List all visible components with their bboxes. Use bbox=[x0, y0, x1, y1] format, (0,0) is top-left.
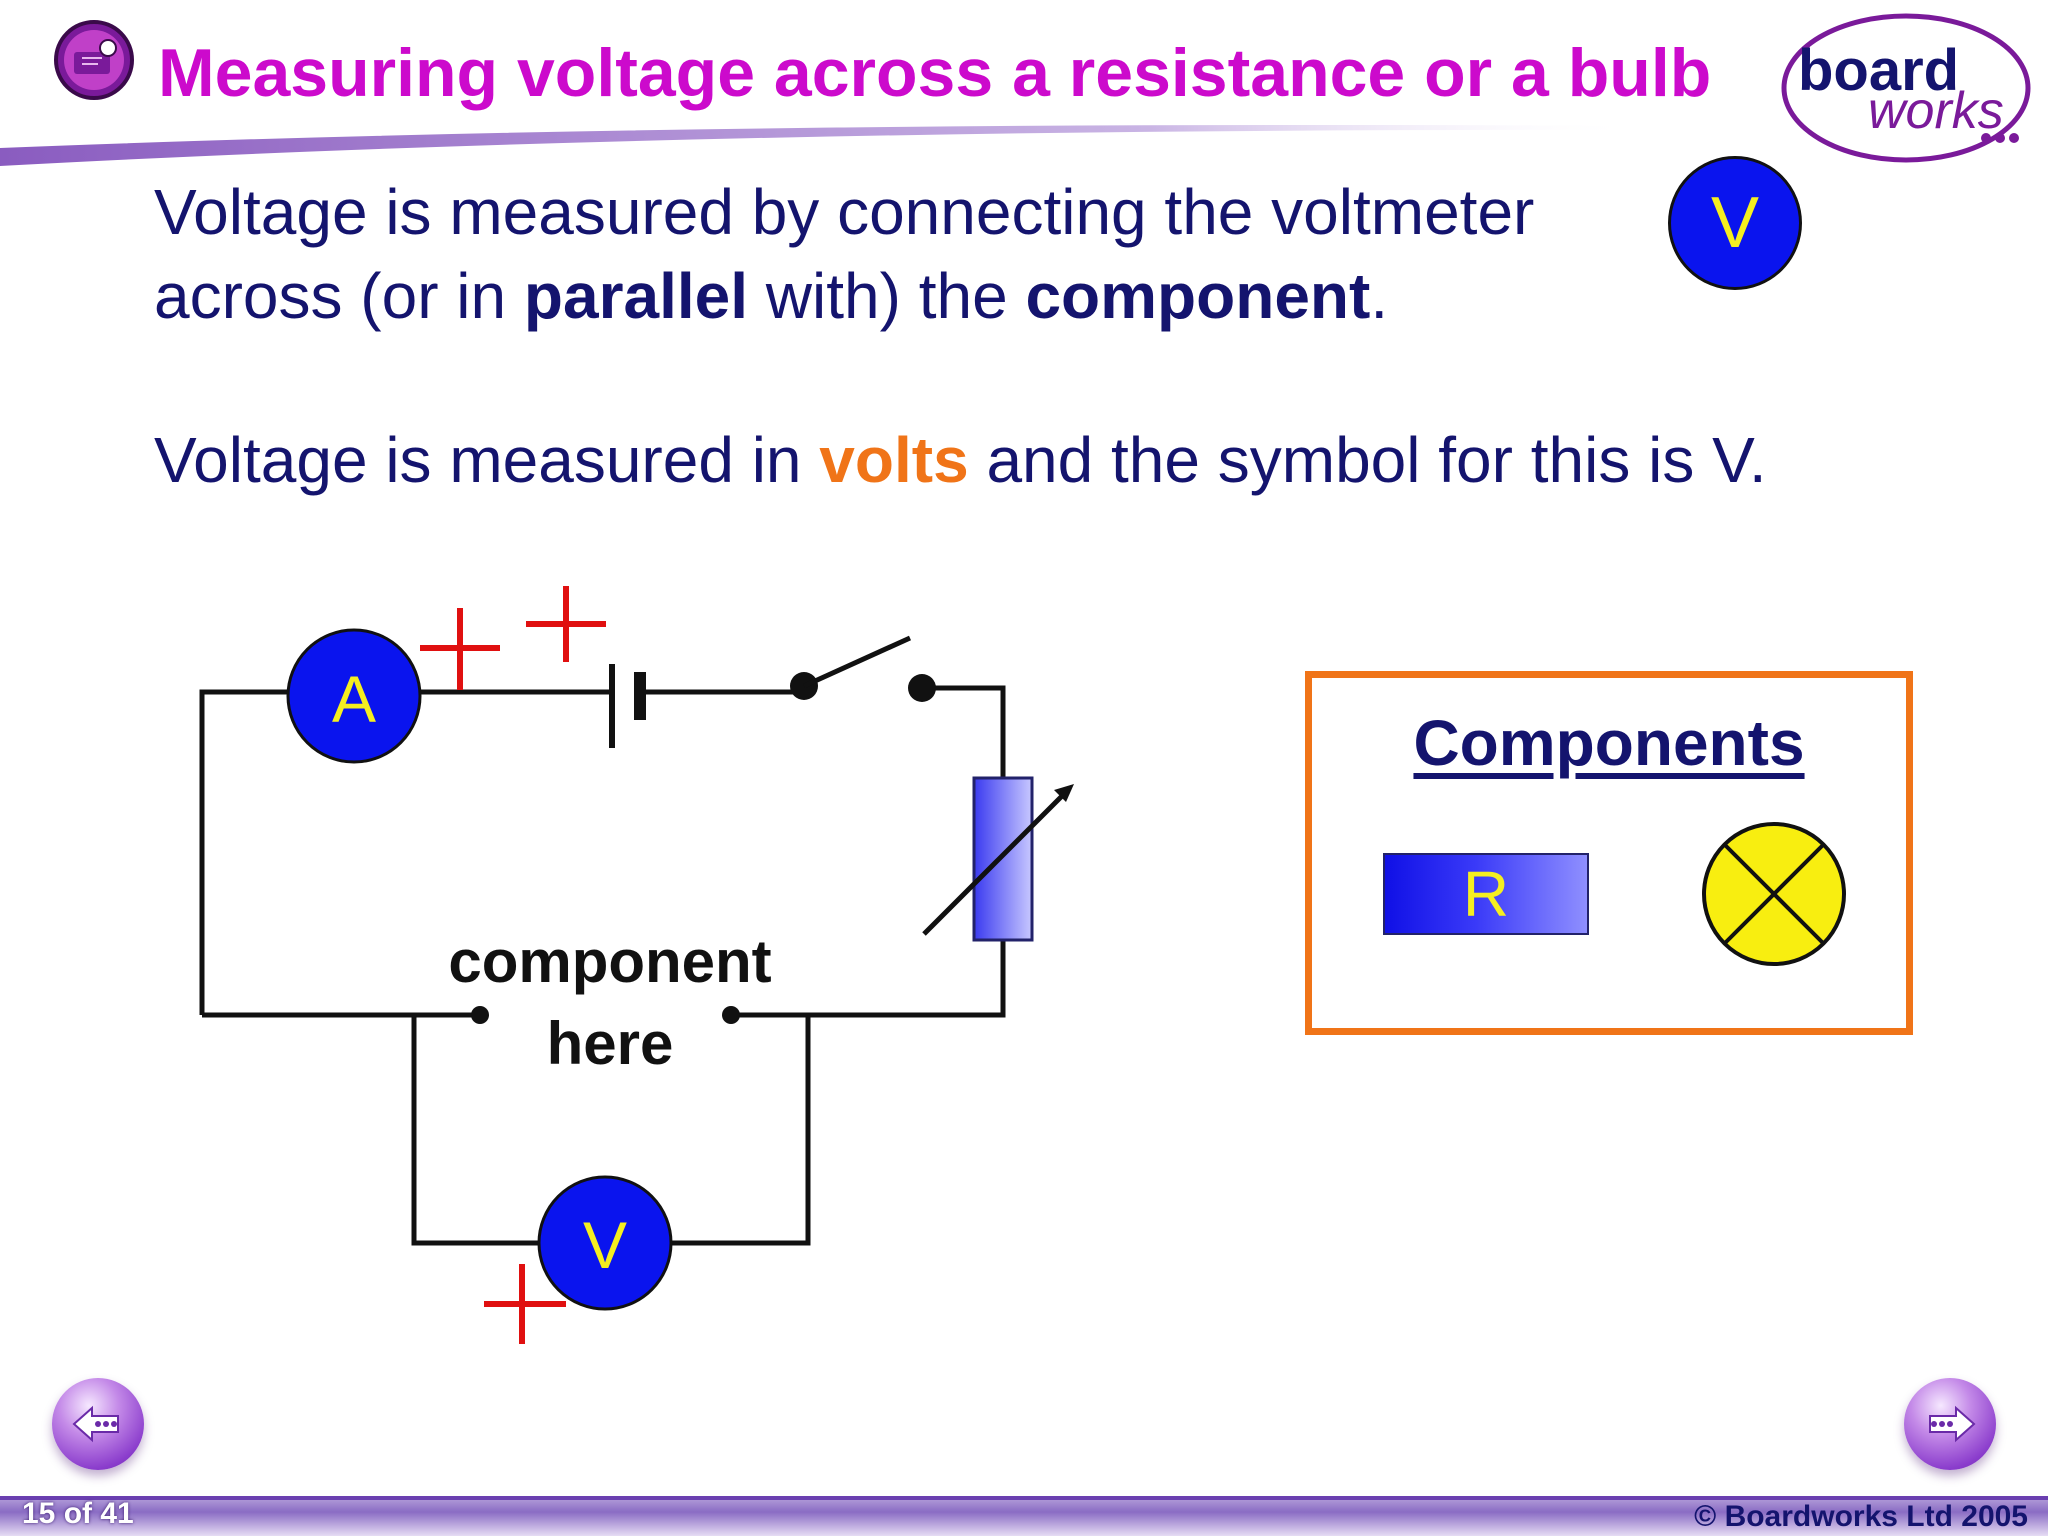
circuit-voltmeter-label: V bbox=[583, 1208, 627, 1282]
variable-resistor bbox=[972, 776, 1034, 942]
circuit-diagram: A V component here bbox=[199, 586, 1074, 1344]
intro-text: across (or in bbox=[154, 260, 524, 332]
intro-line-1: Voltage is measured by connecting the vo… bbox=[154, 176, 1535, 248]
components-heading: Components bbox=[1413, 707, 1805, 779]
intro-paragraph: Voltage is measured by connecting the vo… bbox=[154, 170, 1534, 338]
keyword-component: component bbox=[1025, 260, 1371, 332]
gap-label-line-2: here bbox=[547, 1010, 674, 1077]
switch-contact bbox=[908, 674, 936, 702]
arrow-head bbox=[1054, 784, 1074, 802]
page-title: Measuring voltage across a resistance or… bbox=[158, 35, 1712, 111]
ammeter bbox=[286, 628, 422, 764]
units-text: Voltage is measured in bbox=[154, 424, 820, 496]
logo-bottom-text: works bbox=[1868, 82, 2004, 140]
copyright-notice: © Boardworks Ltd 2005 bbox=[1694, 1500, 2028, 1533]
keyword-volts: volts bbox=[819, 424, 969, 496]
positive-terminal-mark bbox=[526, 586, 606, 662]
previous-slide-button[interactable] bbox=[52, 1378, 144, 1470]
gap-terminal bbox=[722, 1006, 740, 1024]
logo-top-text: board bbox=[1798, 38, 1959, 103]
wire bbox=[922, 685, 1006, 778]
intro-text: with) the bbox=[748, 260, 1026, 332]
positive-terminal-mark bbox=[484, 1264, 566, 1344]
gap-terminal bbox=[471, 1006, 489, 1024]
title-icon bbox=[54, 20, 134, 100]
left-arrow-icon bbox=[72, 1405, 119, 1443]
wire bbox=[199, 689, 290, 1015]
circuit-voltmeter bbox=[537, 1175, 673, 1311]
intro-text: . bbox=[1370, 260, 1389, 332]
next-slide-button[interactable] bbox=[1904, 1378, 1996, 1470]
wire bbox=[670, 1015, 811, 1246]
resistor-component[interactable]: R bbox=[1383, 853, 1589, 935]
positive-terminal-mark bbox=[420, 608, 500, 690]
units-paragraph: Voltage is measured in volts and the sym… bbox=[154, 418, 1767, 502]
wire bbox=[411, 1015, 540, 1246]
right-arrow-icon bbox=[1929, 1405, 1976, 1443]
wire bbox=[733, 940, 1006, 1018]
title-underline bbox=[0, 124, 1640, 166]
boardworks-logo: board works bbox=[1781, 13, 2031, 163]
variable-resistor-arrow bbox=[922, 790, 1068, 936]
gap-label-line-1: component bbox=[448, 928, 771, 995]
switch-lever bbox=[802, 635, 912, 689]
footer-bar bbox=[0, 1496, 2048, 1536]
footer-divider bbox=[0, 1496, 2048, 1500]
slide-counter: 15 of 41 bbox=[22, 1497, 134, 1530]
ammeter-label: A bbox=[332, 662, 376, 736]
voltmeter-symbol: V bbox=[1668, 156, 1802, 290]
units-text: and the symbol for this is V. bbox=[968, 424, 1767, 496]
intro-line-2: across (or in parallel with) the compone… bbox=[154, 254, 1534, 338]
keyword-parallel: parallel bbox=[523, 260, 748, 332]
bulb-icon[interactable] bbox=[1700, 820, 1848, 968]
